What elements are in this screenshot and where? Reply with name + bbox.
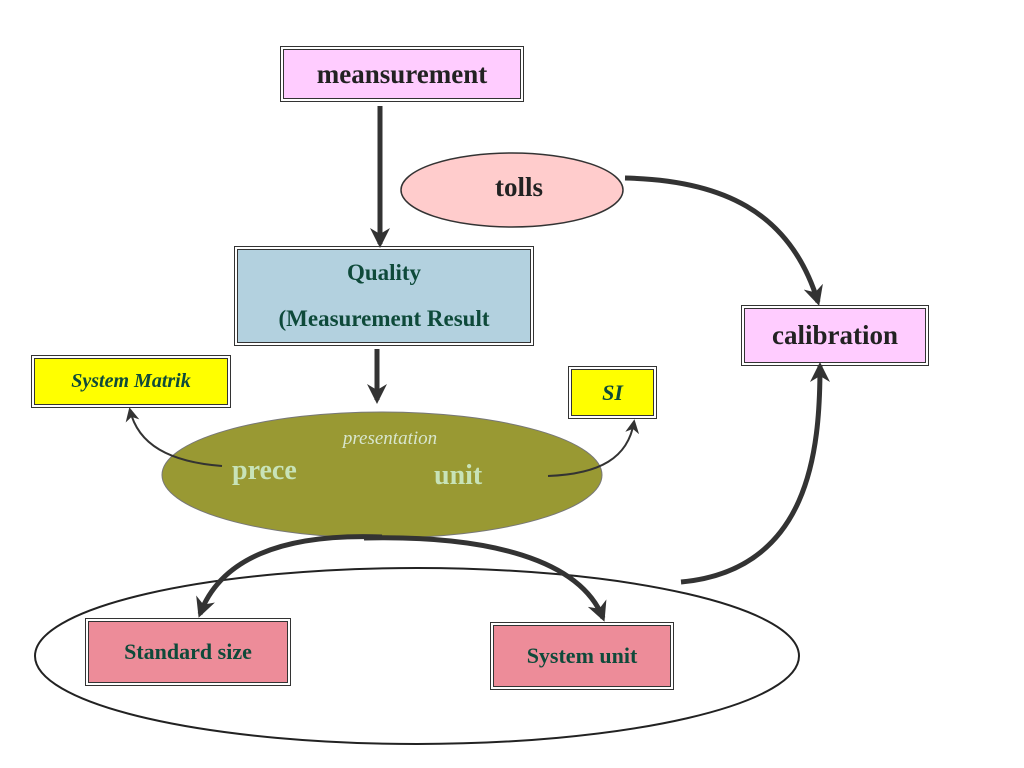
presentation-label: presentation: [342, 428, 438, 449]
standard-size-label: Standard size: [124, 639, 252, 664]
tools-label: tolls: [494, 172, 543, 202]
arrow-prece-to-system-matrik: [125, 407, 223, 467]
system-unit-label: System unit: [526, 643, 638, 668]
si-box: SI: [568, 366, 657, 419]
outer-group-ellipse: [34, 567, 800, 745]
calibration-box: calibration: [741, 305, 929, 366]
arrow-to-system-unit: [363, 535, 607, 622]
measurement-label: meansurement: [316, 58, 488, 89]
prece-label: prece: [232, 455, 297, 486]
standard-size-box: Standard size: [85, 618, 291, 686]
arrow-unit-to-si: [547, 419, 640, 477]
arrow-outer-to-calibration: [680, 362, 830, 585]
system-matrik-label: System Matrik: [71, 370, 191, 392]
quality-box: Quality (Measurement Result: [234, 246, 534, 346]
unit-label: unit: [434, 460, 483, 491]
system-unit-box: System unit: [490, 622, 674, 690]
tools-ellipse: [400, 152, 624, 228]
si-label: SI: [602, 379, 623, 405]
quality-label-line2: (Measurement Result: [278, 306, 490, 331]
arrow-to-standard-size: [196, 534, 383, 618]
system-matrik-box: System Matrik: [31, 355, 231, 408]
measurement-box: meansurement: [280, 46, 524, 102]
calibration-label: calibration: [772, 320, 898, 350]
quality-label-line1: Quality: [346, 260, 422, 285]
arrow-tools-to-calibration: [624, 175, 823, 306]
